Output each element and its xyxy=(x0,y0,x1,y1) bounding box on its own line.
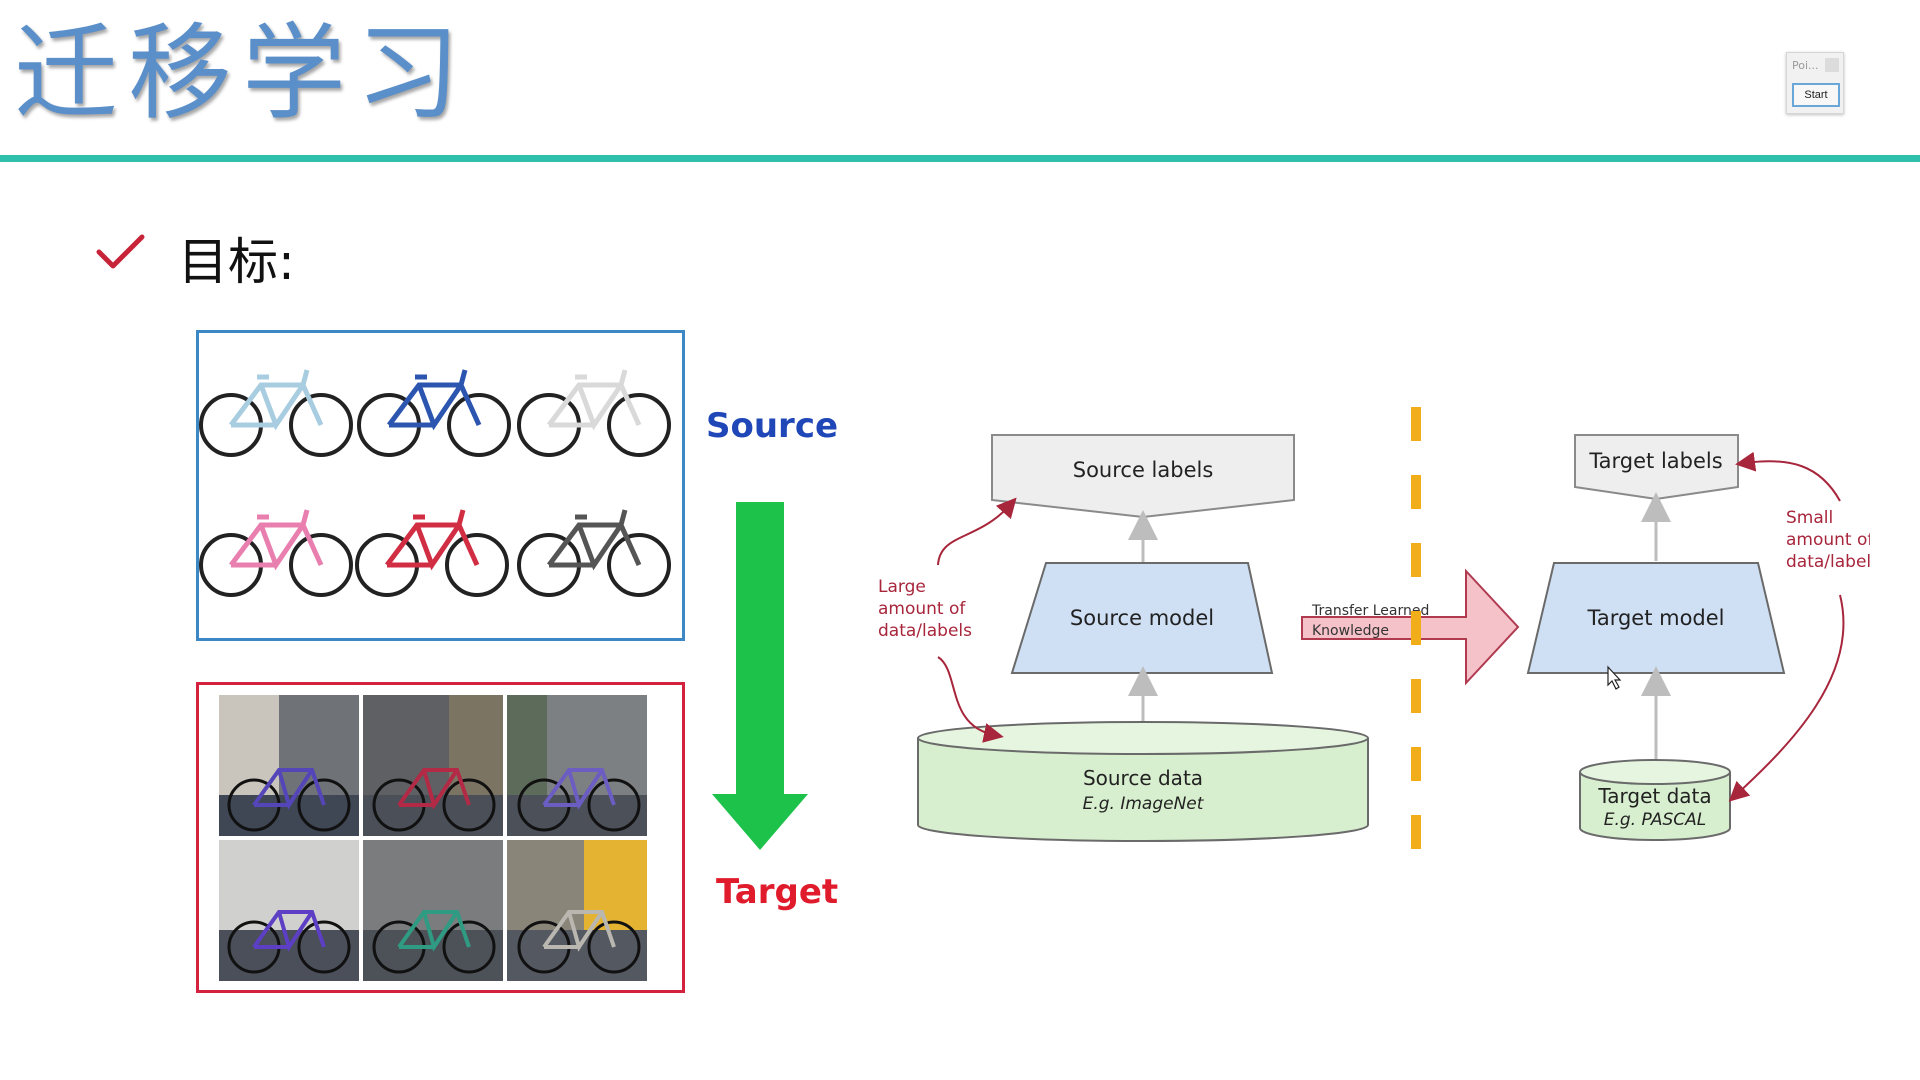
target-photo-grid xyxy=(199,685,682,990)
checkmark-icon xyxy=(96,232,146,272)
large-data-note-line2: amount of xyxy=(878,599,966,619)
small-data-note-line1: Small xyxy=(1786,508,1833,528)
bike-image xyxy=(201,510,351,595)
target-data-example: E.g. PASCAL xyxy=(1604,810,1707,830)
source-data-example: E.g. ImageNet xyxy=(1083,794,1205,814)
down-arrow xyxy=(712,502,808,850)
large-data-note-line1: Large xyxy=(878,577,926,597)
slide-title: 迁移学习 xyxy=(14,8,470,138)
photo xyxy=(363,840,503,981)
widget-menu-icon[interactable] xyxy=(1825,58,1839,72)
photo xyxy=(363,695,503,836)
target-labels-text: Target labels xyxy=(1588,449,1722,473)
photo xyxy=(507,840,647,981)
source-labels-text: Source labels xyxy=(1073,458,1214,482)
source-data-text: Source data xyxy=(1083,766,1203,790)
target-label: Target xyxy=(716,872,838,912)
pointer-widget[interactable]: Poi... Start xyxy=(1786,52,1844,114)
goal-label: 目标: xyxy=(178,222,295,294)
large-data-note-line3: data/labels xyxy=(878,621,972,641)
small-data-note-line2: amount of xyxy=(1786,530,1870,550)
photo xyxy=(219,840,359,981)
source-images-panel xyxy=(196,330,685,641)
target-images-panel xyxy=(196,682,685,993)
source-bike-grid xyxy=(199,333,682,638)
bike-image xyxy=(359,370,509,455)
start-button[interactable]: Start xyxy=(1792,83,1840,107)
photo xyxy=(219,695,359,836)
target-model-text: Target model xyxy=(1586,606,1724,630)
photo xyxy=(507,695,647,836)
transfer-text-line2: Knowledge xyxy=(1312,623,1389,639)
small-data-note-line3: data/labels xyxy=(1786,552,1870,572)
bike-image xyxy=(519,370,669,455)
pointer-label: Poi... xyxy=(1792,59,1819,72)
target-data-text: Target data xyxy=(1597,784,1711,808)
bike-image xyxy=(201,370,351,455)
transfer-diagram: Source labels Source model Source data E… xyxy=(860,395,1870,865)
source-label: Source xyxy=(706,406,838,446)
source-model-text: Source model xyxy=(1070,606,1214,630)
bike-image xyxy=(519,510,669,595)
bike-image xyxy=(357,510,507,595)
title-divider xyxy=(0,155,1920,162)
